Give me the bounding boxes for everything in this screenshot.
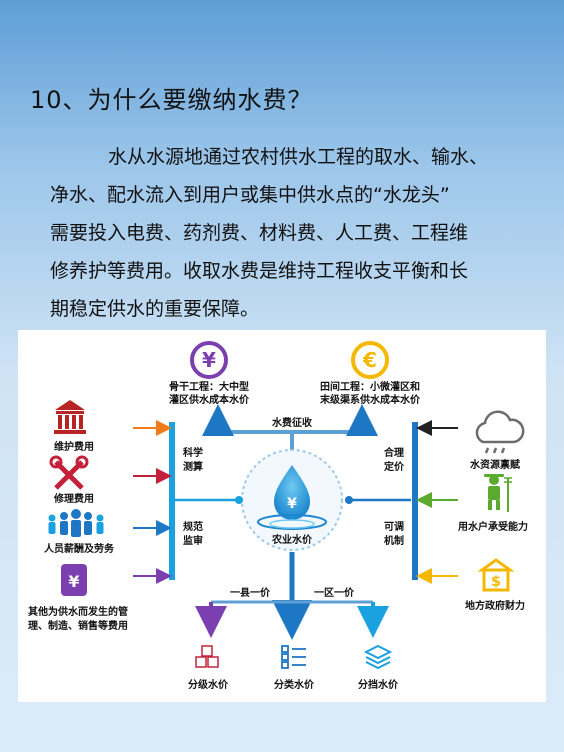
- people-group-icon: [48, 509, 104, 537]
- right-mid-bottom-2: 机制: [384, 534, 404, 547]
- right-mid-top-1: 合理: [383, 446, 404, 459]
- output-category: 分类水价: [274, 678, 315, 691]
- fee-collection-label: 水费征收: [271, 416, 312, 429]
- yen-phone-icon: ¥: [61, 564, 87, 596]
- left-mid-bottom-1: 规范: [183, 520, 203, 533]
- svg-text:€: €: [362, 348, 377, 372]
- top-right-label-2: 末级渠系供水成本水价: [320, 393, 421, 406]
- paragraph-line-3: 需要投入电费、药剂费、材料费、人工费、工程维: [50, 222, 469, 244]
- diagram-svg: ¥ 骨干工程：大中型 灌区供水成本水价 € 田间工程：小微灌区和 末级渠系供水成…: [28, 341, 528, 691]
- page-title: 10、为什么要缴纳水费？: [30, 86, 313, 114]
- paragraph-line-1: 水从水源地通过农村供水工程的取水、输水、: [108, 146, 489, 168]
- top-right-label-1: 田间工程：小微灌区和: [320, 380, 420, 393]
- output-tiered: 分级水价: [188, 678, 229, 691]
- input-water-resource: 水资源禀赋: [469, 458, 520, 471]
- cloud-rain-icon: [475, 410, 525, 454]
- paragraph-line-4: 修养护等费用。收取水费是维持工程收支平衡和长: [50, 260, 469, 282]
- input-salary: 人员薪酬及劳务: [44, 542, 115, 555]
- paragraph-line-2: 净水、配水流入到用户或集中供水点的“水龙头”: [50, 184, 450, 206]
- layers-icon: [363, 644, 393, 670]
- input-other-1: 其他为供水而发生的管: [28, 605, 128, 618]
- output-stepped: 分挡水价: [358, 678, 399, 691]
- top-left-label-1: 骨干工程：大中型: [169, 380, 249, 393]
- left-mid-bottom-2: 监审: [183, 534, 203, 547]
- right-mid-bottom-1: 可调: [384, 520, 404, 533]
- body-paragraph: 水从水源地通过农村供水工程的取水、输水、 净水、配水流入到用户或集中供水点的“水…: [50, 138, 540, 328]
- bank-building-icon: [54, 400, 86, 434]
- input-repair: 修理费用: [53, 492, 94, 505]
- euro-coin-icon: €: [351, 341, 389, 379]
- left-mid-top-1: 科学: [183, 446, 203, 459]
- svg-text:¥: ¥: [202, 348, 216, 372]
- wrench-tools-icon: [49, 455, 89, 490]
- water-price-diagram: ¥ 骨干工程：大中型 灌区供水成本水价 € 田间工程：小微灌区和 末级渠系供水成…: [18, 330, 546, 702]
- center-label: 农业水价: [271, 533, 313, 546]
- paragraph-line-5: 期稳定供水的重要保障。: [50, 298, 260, 320]
- input-other-2: 理、制造、销售等费用: [28, 619, 128, 632]
- branch-county-label: 一县一价: [230, 587, 271, 599]
- top-left-label-2: 灌区供水成本水价: [169, 393, 250, 406]
- branch-district-label: 一区一价: [314, 587, 355, 599]
- input-maintenance: 维护费用: [54, 440, 94, 453]
- water-drop-icon: ¥: [257, 465, 327, 530]
- farmer-icon: [484, 474, 512, 512]
- yen-coin-icon: ¥: [190, 341, 228, 379]
- svg-text:¥: ¥: [68, 572, 79, 591]
- abc-blocks-icon: [195, 645, 219, 668]
- right-mid-top-2: 定价: [384, 460, 405, 473]
- svg-text:¥: ¥: [287, 496, 297, 512]
- dollar-house-icon: $: [477, 558, 515, 592]
- input-affordability: 用水户承受能力: [457, 520, 528, 533]
- list-icon: [281, 645, 306, 669]
- input-government-finance: 地方政府财力: [465, 599, 525, 612]
- svg-text:$: $: [491, 574, 501, 590]
- left-mid-top-2: 测算: [183, 460, 203, 473]
